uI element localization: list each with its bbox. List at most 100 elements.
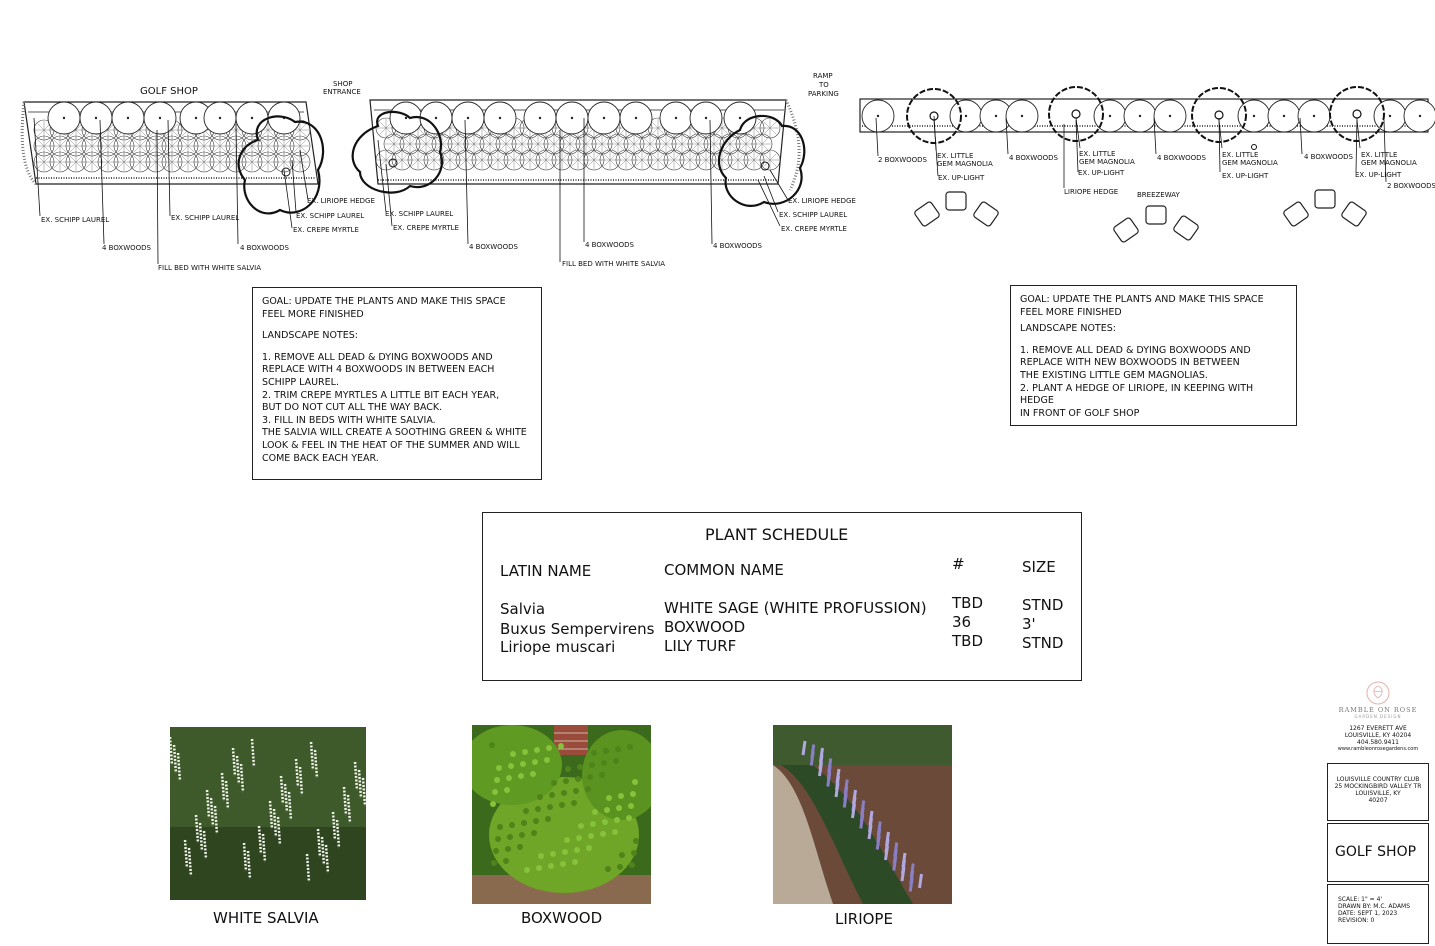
label-schipp-laurel-5: EX. SCHIPP LAUREL — [779, 211, 848, 219]
boxwood-leaf — [576, 835, 582, 841]
label-gem-magnolia-3: GEM MAGNOLIA — [1222, 159, 1278, 167]
title-block-client: LOUISVILLE COUNTRY CLUB 25 MOCKINGBIRD V… — [1327, 763, 1429, 821]
salvia-spike — [346, 794, 352, 824]
salvia-spike — [272, 808, 278, 838]
salvia-spike — [198, 822, 204, 852]
tb-client: LOUISVILLE COUNTRY CLUB — [1336, 776, 1420, 783]
boxwood-leaf — [632, 779, 638, 785]
liriope-flower — [809, 751, 815, 766]
schedule-title: PLANT SCHEDULE — [705, 525, 849, 544]
salvia-spike — [176, 752, 182, 782]
tb-client: 25 MOCKINGBIRD VALLEY TR — [1334, 783, 1422, 790]
boxwood-leaf — [522, 749, 528, 755]
label-schipp-laurel-3: EX. SCHIPP LAUREL — [296, 212, 365, 220]
boxwood-symbol — [949, 99, 983, 133]
notes-line: REPLACE WITH 4 BOXWOODS IN BETWEEN EACH — [262, 364, 495, 376]
boxwood-leaf — [519, 832, 525, 838]
salvia-spike — [231, 747, 237, 777]
salvia-spike — [268, 800, 274, 830]
salvia-spike — [235, 755, 241, 785]
salvia-spike — [194, 814, 200, 844]
boxwood-leaf — [518, 773, 524, 779]
boxwood-leaf — [617, 864, 623, 870]
notes-line: LOOK & FEEL IN THE HEAT OF THE SUMMER AN… — [262, 439, 520, 451]
boxwood-symbol — [659, 101, 693, 135]
salvia-spike — [298, 766, 304, 796]
boxwood-leaf — [601, 760, 607, 766]
liriope-flower — [851, 803, 856, 819]
boxwood-symbol — [1123, 99, 1157, 133]
liriope-flower — [918, 873, 923, 889]
schedule-common: LILY TURF — [664, 637, 737, 655]
boxwood-leaf — [509, 822, 515, 828]
salvia-symbol — [751, 133, 773, 155]
label-boxwoods-7: 4 BOXWOODS — [1157, 154, 1206, 162]
boxwood-leaf — [574, 847, 580, 853]
salvia-spike — [305, 853, 311, 883]
liriope-flower — [818, 761, 823, 777]
label-crepe-myrtle-2: EX. CREPE MYRTLE — [393, 224, 459, 232]
breezeway-chairs — [914, 189, 1367, 243]
boxwood-leaf — [494, 777, 500, 783]
schedule-common: WHITE SAGE (WHITE PROFUSSION) — [664, 599, 927, 617]
boxwood-leaf — [628, 803, 634, 809]
schedule-latin: Liriope muscari — [500, 638, 616, 656]
boxwood-leaf — [592, 809, 598, 815]
label-ramp-3: PARKING — [808, 90, 839, 98]
boxwood-leaf — [508, 763, 514, 769]
salvia-spike — [187, 847, 193, 877]
boxwood-symbol — [111, 101, 145, 135]
boxwood-leaf — [631, 850, 637, 856]
boxwood-leaf — [602, 819, 608, 825]
label-liriope-hedge-3: LIRIOPE HEDGE — [1064, 188, 1119, 196]
schedule-common: BOXWOOD — [664, 618, 746, 636]
salvia-spike — [313, 749, 319, 779]
magnolias — [906, 86, 1385, 150]
boxwood-row-middle — [389, 101, 757, 135]
crepe-myrtle-middle-left — [351, 110, 443, 194]
liriope-flower — [867, 824, 873, 840]
boxwood-symbol — [1153, 99, 1187, 133]
boxwood-leaf — [561, 790, 567, 796]
boxwood-leaf — [495, 836, 501, 842]
boxwood-leaf — [599, 772, 605, 778]
salvia-spike — [261, 833, 267, 863]
notes-line: COME BACK EACH YEAR. — [262, 452, 379, 464]
label-boxwoods-5: 4 BOXWOODS — [713, 242, 762, 250]
boxwood-leaf — [558, 743, 564, 749]
boxwood-symbol — [1267, 99, 1301, 133]
tb-detail: REVISION: 0 — [1338, 917, 1375, 924]
tb-address: www.rambleonrosegardens.com — [1337, 746, 1419, 752]
salvia-spike — [353, 761, 359, 791]
sheet-title: GOLF SHOP — [1335, 844, 1417, 860]
boxwood-leaf — [551, 780, 557, 786]
boxwood-leaf — [536, 865, 542, 871]
boxwood-symbol — [1093, 99, 1127, 133]
caption-liriope: LIRIOPE — [835, 910, 893, 928]
boxwood-leaf — [627, 744, 633, 750]
boxwood-leaf — [573, 788, 579, 794]
notes-line: THE SALVIA WILL CREATE A SOOTHING GREEN … — [262, 427, 527, 439]
boxwood-leaf — [606, 795, 612, 801]
boxwood-symbol — [689, 101, 723, 135]
salvia-spike — [202, 830, 208, 860]
salvia-spike — [324, 844, 330, 874]
boxwood-leaf — [605, 866, 611, 872]
schedule-count: 36 — [952, 613, 972, 631]
salvia-spike — [209, 797, 215, 827]
boxwood-symbol — [1403, 99, 1435, 133]
salvia-spike — [170, 736, 174, 766]
schedule-header-latin: LATIN NAME — [500, 562, 592, 580]
boxwood-leaf — [563, 778, 569, 784]
boxwood-leaf — [546, 745, 552, 751]
boxwood-leaf — [560, 861, 566, 867]
salvia-spike — [287, 791, 293, 821]
title-block-logo: RAMBLE ON ROSE GARDEN DESIGN 1267 EVERET… — [1327, 676, 1429, 760]
boxwood-leaf — [491, 860, 497, 866]
boxwood-leaf — [506, 775, 512, 781]
boxwood-leaf — [618, 793, 624, 799]
boxwood-leaf — [559, 802, 565, 808]
label-shop-entrance-2: ENTRANCE — [323, 88, 361, 96]
title-block-sheet: GOLF SHOP — [1327, 823, 1429, 882]
boxwood-leaf — [533, 818, 539, 824]
